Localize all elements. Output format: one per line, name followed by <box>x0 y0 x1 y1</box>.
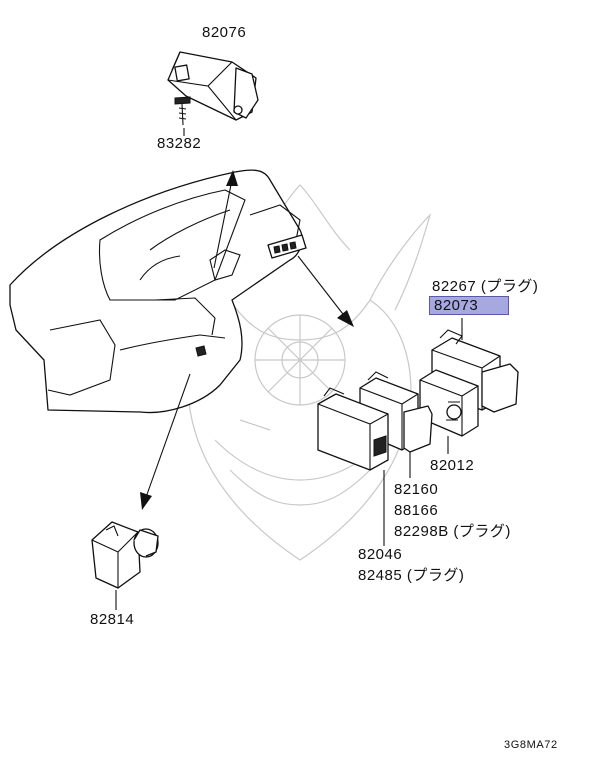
diagram-code: 3G8MA72 <box>504 739 558 751</box>
label-82046: 82046 <box>358 546 403 563</box>
switch-housing-82076 <box>167 51 259 121</box>
label-83282: 83282 <box>157 135 202 152</box>
label-82073-highlighted: 82073 <box>429 296 509 315</box>
label-82485: 82485 (プラグ) <box>358 567 465 584</box>
label-82267: 82267 (プラグ) <box>432 278 539 295</box>
label-82076: 82076 <box>202 24 247 41</box>
label-82298b: 82298B (プラグ) <box>394 523 511 540</box>
label-82814: 82814 <box>90 611 135 628</box>
label-82160: 82160 <box>394 481 439 498</box>
switch-82814 <box>91 521 159 610</box>
label-88166: 88166 <box>394 502 439 519</box>
arrows <box>140 170 354 510</box>
label-82012: 82012 <box>430 457 475 474</box>
instrument-panel <box>9 169 307 414</box>
switch-cluster <box>317 318 519 546</box>
screw-83282 <box>174 96 191 136</box>
